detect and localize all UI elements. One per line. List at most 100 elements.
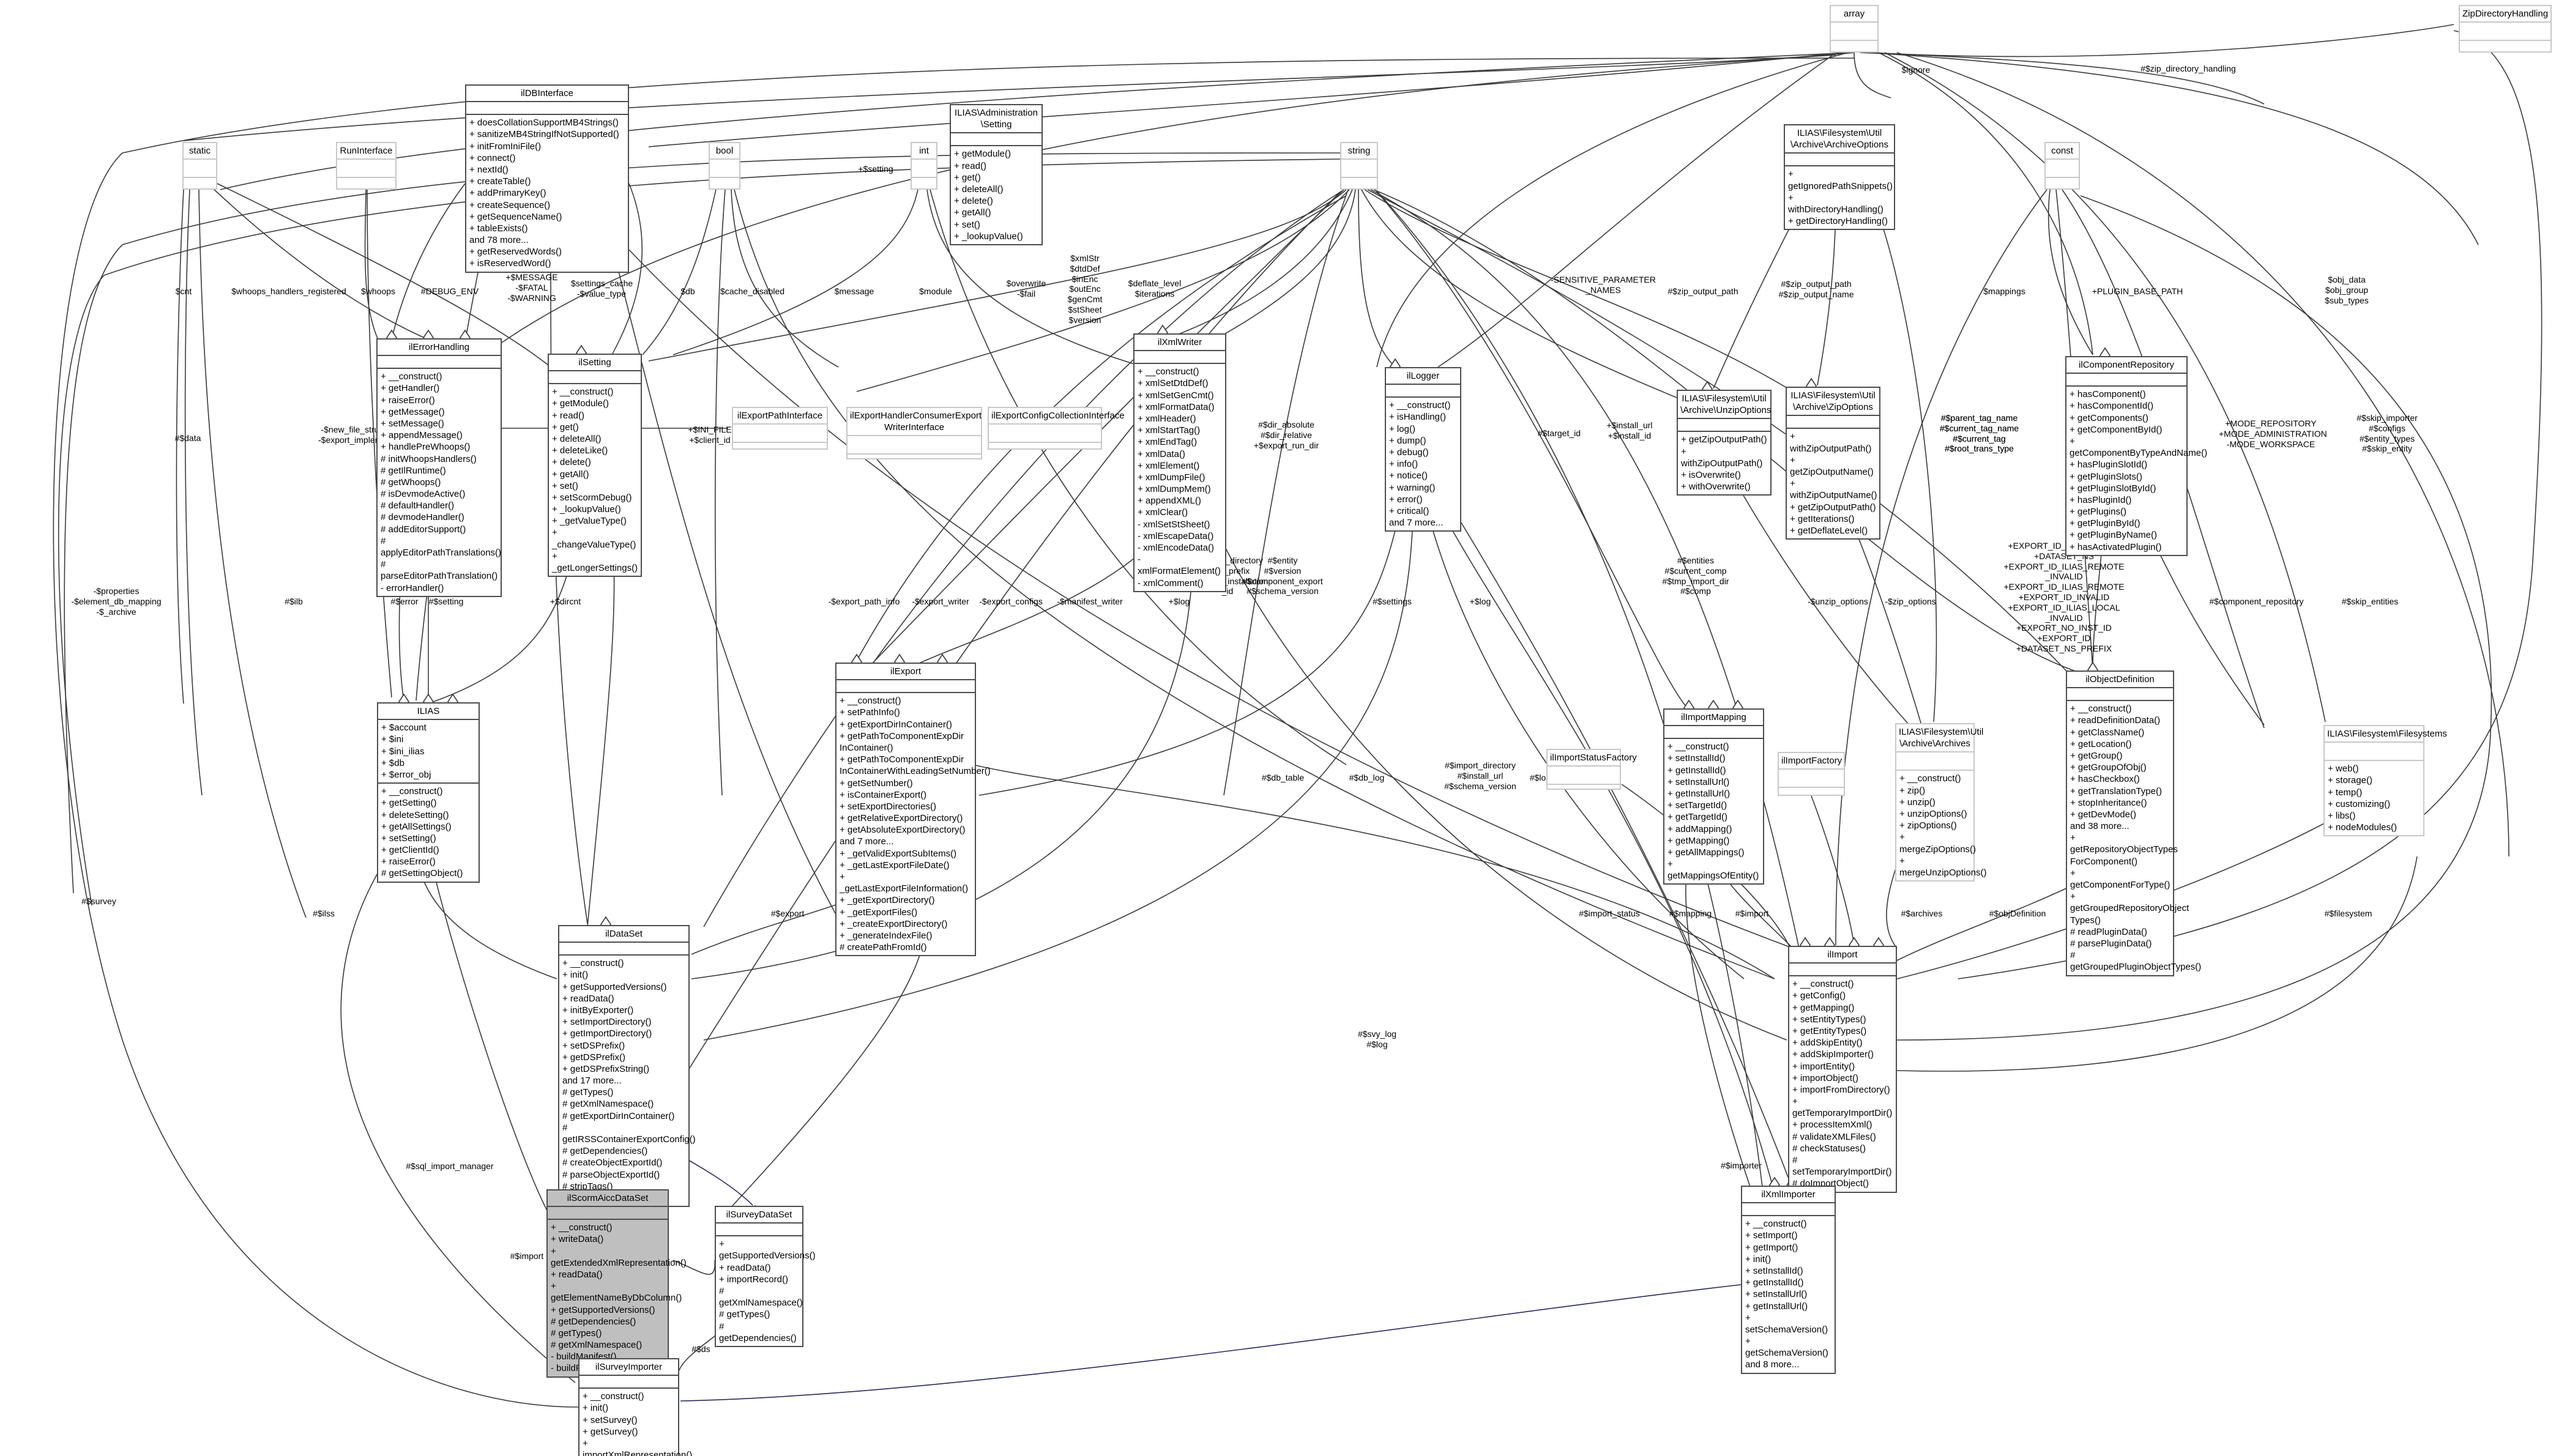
class-node-ilerrorhandling[interactable]: ilErrorHandling+ __construct()+ getHandl… bbox=[376, 338, 502, 597]
class-operations: + __construct()+ init()+ setSurvey()+ ge… bbox=[579, 1389, 692, 1456]
class-title: bool bbox=[710, 143, 739, 160]
class-operation-row: + __construct() bbox=[1667, 741, 1729, 752]
class-node-ilias-administration-setting[interactable]: ILIAS\Administration \Setting+ getModule… bbox=[950, 104, 1043, 245]
class-node-ilexportconfigcollectioninterface[interactable]: ilExportConfigCollectionInterface bbox=[988, 407, 1125, 450]
class-operation-row: # getGroupedPluginObjectTypes() bbox=[2070, 950, 2202, 973]
class-operation-row: # applyEditorPathTranslations() bbox=[381, 535, 502, 558]
class-operation-row: + deleteAll() bbox=[954, 184, 1004, 195]
class-node-ilias-filesystem-util-archive-unzipoptions[interactable]: ILIAS\Filesystem\Util \Archive\UnzipOpti… bbox=[1677, 390, 1772, 496]
class-node-ilexporthandlerconsumerexportwriterinterface[interactable]: ilExportHandlerConsumerExport WriterInte… bbox=[846, 407, 982, 460]
class-operation-row: + setSetting() bbox=[381, 833, 436, 844]
class-operation-row: + setInstallId() bbox=[1667, 753, 1726, 764]
class-operation-row: + raiseError() bbox=[381, 856, 436, 867]
class-node-ilxmlwriter[interactable]: ilXmlWriter+ __construct()+ xmlSetDtdDef… bbox=[1133, 333, 1226, 592]
class-operations: + doesCollationSupportMB4Strings()+ sani… bbox=[466, 115, 628, 271]
class-operation-row: + getMessage() bbox=[381, 406, 445, 417]
class-node-int[interactable]: int bbox=[911, 142, 937, 190]
class-operation-row: + getHandler() bbox=[381, 383, 440, 394]
class-operation-row: + xmlSetDtdDef() bbox=[1138, 378, 1209, 389]
class-operation-row: + critical() bbox=[1389, 505, 1429, 516]
class-operations bbox=[989, 443, 1101, 447]
edge-label-l-export-path-info: -$export_path_info bbox=[828, 596, 900, 606]
class-operation-row: + xmlDumpMem() bbox=[1138, 484, 1211, 495]
class-operation-row: + setExportDirectories() bbox=[840, 801, 936, 812]
class-node-runinterface[interactable]: RunInterface bbox=[336, 142, 397, 190]
class-title: ilSurveyDataSet bbox=[716, 1207, 802, 1224]
class-node-illogger[interactable]: ilLogger+ __construct()+ isHandling()+ l… bbox=[1385, 367, 1461, 532]
class-node-ilias-filesystem-util-archive-archiveoptions[interactable]: ILIAS\Filesystem\Util \Archive\ArchiveOp… bbox=[1784, 124, 1895, 231]
class-node-ilimportmapping[interactable]: ilImportMapping+ __construct()+ setInsta… bbox=[1663, 708, 1764, 885]
class-node-ilias-filesystem-util-archive-archives[interactable]: ILIAS\Filesystem\Util \Archive\Archives+… bbox=[1895, 723, 1987, 882]
class-node-ilexportpathinterface[interactable]: ilExportPathInterface bbox=[732, 407, 828, 450]
class-operation-row: + getSurvey() bbox=[583, 1426, 638, 1437]
class-title: ILIAS\Filesystem\Util \Archive\ArchiveOp… bbox=[1785, 125, 1894, 154]
class-operation-row: + getConfig() bbox=[1792, 990, 1846, 1001]
class-node-ilsurveydataset[interactable]: ilSurveyDataSet+ getSupportedVersions()+… bbox=[715, 1206, 816, 1347]
edge-label-l-deflate-level: $deflate_level $iterations bbox=[1128, 278, 1182, 299]
class-attributes bbox=[1386, 385, 1460, 398]
class-node-bool[interactable]: bool bbox=[709, 142, 740, 190]
class-operation-row: + withZipOutputPath() bbox=[1790, 431, 1872, 454]
class-attributes bbox=[1785, 154, 1894, 167]
class-operation-row: + getComponentForType() bbox=[2070, 867, 2170, 890]
class-operations bbox=[912, 178, 936, 182]
edge-label-l-zip-dir-handling: #$zip_directory_handling bbox=[2141, 64, 2236, 73]
class-node-ilexport[interactable]: ilExport+ __construct()+ setPathInfo()+ … bbox=[835, 663, 991, 957]
class-node-ilias-filesystem-util-archive-zipoptions[interactable]: ILIAS\Filesystem\Util \Archive\ZipOption… bbox=[1786, 387, 1880, 540]
class-node-ilias-class[interactable]: ILIAS+ $account+ $ini+ $ini_ilias+ $db+ … bbox=[377, 702, 480, 883]
class-node-ildbinterface[interactable]: ilDBInterface+ doesCollationSupportMB4St… bbox=[465, 84, 629, 273]
class-node-array[interactable]: array bbox=[1830, 5, 1879, 53]
edge-label-l-import: #$import bbox=[1735, 908, 1769, 918]
class-operation-row: + setImport() bbox=[1745, 1230, 1798, 1241]
class-operations bbox=[337, 178, 395, 182]
class-node-static[interactable]: static bbox=[182, 142, 217, 190]
class-operation-row: and 17 more... bbox=[562, 1075, 622, 1086]
class-title: ilSetting bbox=[549, 355, 641, 372]
class-operation-row: + getExportDirInContainer() bbox=[840, 719, 952, 730]
class-node-ilimportfactory[interactable]: ilImportFactory bbox=[1778, 752, 1845, 796]
class-operation-row: + getSetNumber() bbox=[840, 778, 913, 789]
class-node-ilxmlimporter[interactable]: ilXmlImporter+ __construct()+ setImport(… bbox=[1741, 1186, 1836, 1374]
edge-label-l-export-id-group: +EXPORT_ID_ILIAS_LOCAL +DATASET_NS +EXPO… bbox=[2003, 541, 2125, 653]
class-node-ilcomponentrepository[interactable]: ilComponentRepository+ hasComponent()+ h… bbox=[2065, 356, 2207, 556]
class-operation-row: + _getValidExportSubItems() bbox=[840, 848, 957, 859]
class-attributes bbox=[1896, 752, 1973, 771]
edge-label-l-debug-env: #DEBUG_ENV bbox=[420, 286, 479, 296]
class-node-ilobjectdefinition[interactable]: ilObjectDefinition+ __construct()+ readD… bbox=[2066, 670, 2202, 976]
class-attributes bbox=[1742, 1203, 1835, 1217]
class-node-ilimport[interactable]: ilImport+ __construct()+ getConfig()+ ge… bbox=[1788, 946, 1897, 1193]
class-operation-row: + getDSPrefix() bbox=[562, 1052, 625, 1063]
class-node-zipdirectoryhandling[interactable]: ZipDirectoryHandling bbox=[2459, 5, 2552, 53]
edge-label-l-message-fatal-warning: +$MESSAGE -$FATAL -$WARNING bbox=[505, 272, 558, 303]
class-operation-row: + setDSPrefix() bbox=[562, 1040, 625, 1051]
class-operation-row: # createObjectExportId() bbox=[562, 1157, 663, 1168]
class-operations bbox=[1831, 41, 1877, 45]
class-operation-row: + _generateIndexFile() bbox=[840, 930, 933, 941]
class-operation-row: + getModule() bbox=[954, 149, 1011, 160]
class-title: ilDataSet bbox=[559, 926, 688, 943]
class-node-ilimportstatusfactory[interactable]: ilImportStatusFactory bbox=[1546, 749, 1637, 790]
class-operation-row: + getZipOutputPath() bbox=[1790, 502, 1876, 513]
class-operations: + __construct()+ init()+ getSupportedVer… bbox=[559, 956, 696, 1206]
class-node-ilscormaiccdataset[interactable]: ilScormAiccDataSet+ __construct()+ write… bbox=[546, 1189, 687, 1378]
class-node-string[interactable]: string bbox=[1340, 142, 1378, 190]
class-node-ilias-filesystem-filesystems[interactable]: ILIAS\Filesystem\Filesystems+ web()+ sto… bbox=[2323, 725, 2447, 837]
class-node-ildataset[interactable]: ilDataSet + __construct()+ init()+ getSup… bbox=[558, 925, 696, 1208]
class-node-ilsetting[interactable]: ilSetting+ __construct()+ getModule()+ r… bbox=[548, 354, 642, 578]
class-operation-row: + mergeZipOptions() bbox=[1899, 832, 1977, 855]
class-node-const[interactable]: const bbox=[2044, 142, 2080, 190]
class-operation-row: + getComponentById() bbox=[2070, 424, 2163, 435]
class-operation-row: + delete() bbox=[552, 457, 591, 468]
class-attributes bbox=[716, 1224, 802, 1237]
class-title: ilXmlImporter bbox=[1742, 1187, 1835, 1204]
class-operation-row: InContainer() bbox=[840, 742, 893, 753]
class-title: ilLogger bbox=[1386, 368, 1460, 385]
class-attributes bbox=[710, 160, 739, 179]
class-node-ilsurveyimporter[interactable]: ilSurveyImporter+ __construct()+ init()+… bbox=[578, 1358, 692, 1456]
edge-label-l-log-2: +$log bbox=[1469, 596, 1491, 606]
edge-label-l-parent-tag-name-2: #$parent_tag_name #$current_tag_name #$c… bbox=[1939, 413, 2019, 454]
class-title: array bbox=[1831, 6, 1877, 23]
class-operation-row: + __construct() bbox=[562, 958, 624, 969]
class-operation-row: + warning() bbox=[1389, 482, 1436, 493]
